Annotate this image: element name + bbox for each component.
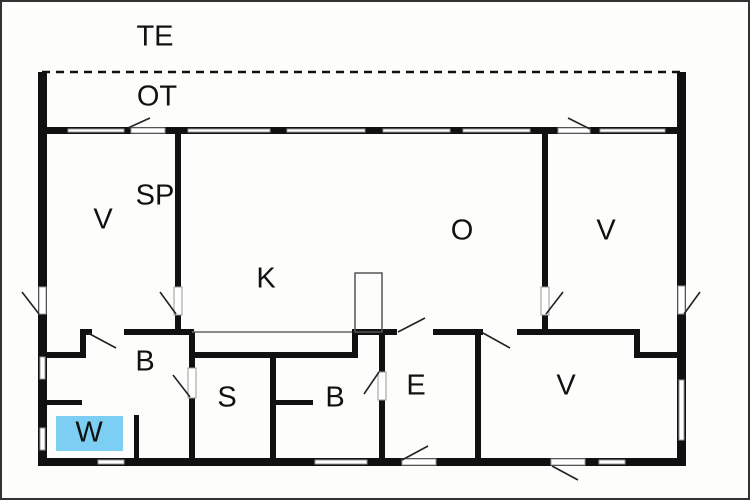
label-bathroom-middle: B — [325, 382, 344, 414]
washroom-highlight — [56, 416, 123, 451]
label-sauna: S — [217, 382, 236, 414]
label-washroom: W — [75, 417, 103, 449]
label-bedroom-top-left: V — [93, 204, 113, 236]
label-bathroom-left: B — [135, 346, 154, 378]
label-terrace: TE — [136, 21, 173, 53]
openings — [21, 117, 701, 481]
label-entrance: E — [406, 370, 425, 402]
label-kitchen: K — [256, 263, 276, 295]
label-sleeping-loft: SP — [136, 180, 175, 212]
label-covered-terrace: OT — [137, 81, 178, 113]
label-bedroom-bottom-right: V — [556, 370, 576, 402]
label-living-room: O — [451, 215, 474, 247]
chimney — [354, 272, 383, 333]
label-bedroom-top-right: V — [596, 215, 616, 247]
